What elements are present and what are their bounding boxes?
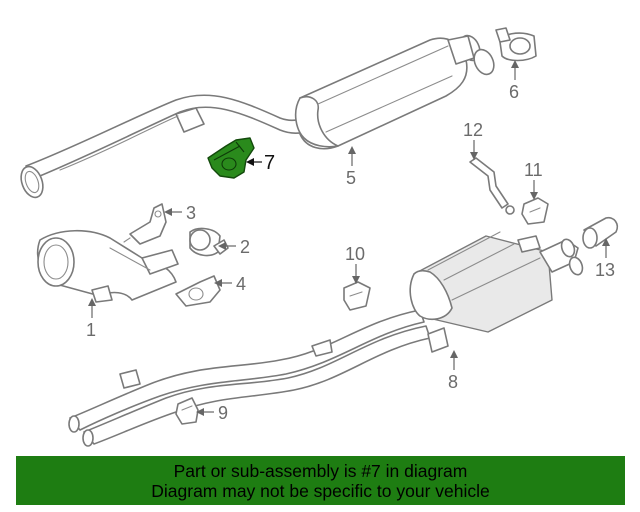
info-banner: Part or sub-assembly is #7 in diagram Di… [16,456,625,505]
callout-13: 13 [595,260,615,280]
callout-7: 7 [264,152,275,174]
rubber-block-part-11 [521,197,549,225]
mount-bracket-part-4 [175,275,221,307]
callout-11: 11 [524,160,543,180]
rear-muffler [409,231,584,333]
callout-3: 3 [186,203,196,223]
callout-6: 6 [509,82,519,102]
clip-part-9 [175,397,199,425]
callout-10: 10 [345,244,365,264]
callout-leaders [88,60,610,416]
center-muffler [294,34,495,150]
banner-part-notice: Part or sub-assembly is #7 in diagram [173,460,468,481]
hanger-rod-part-12 [469,157,515,215]
rear-bracket-part-8 [427,327,449,353]
callout-5: 5 [346,168,356,188]
callout-8: 8 [448,372,458,392]
callout-9: 9 [218,403,228,423]
exhaust-parts-diagram: 1 2 3 4 5 6 7 8 9 10 11 12 13 [20,27,619,447]
tailpipe-tip-part-13 [582,216,619,249]
callout-4: 4 [236,274,246,294]
callout-12: 12 [463,120,483,140]
clamp-part-2 [189,227,229,257]
callout-labels: 1 2 3 4 5 6 7 8 9 10 11 12 13 [86,82,615,423]
rubber-mount-part-7 [207,137,255,179]
callout-2: 2 [240,237,250,257]
banner-disclaimer: Diagram may not be specific to your vehi… [151,480,490,501]
pipe-clamp-part-6 [495,27,537,62]
callout-1: 1 [86,320,96,340]
upper-exhaust-pipe [20,94,331,199]
rubber-block-part-10 [343,281,371,311]
bracket-part-3 [123,203,167,245]
lower-exhaust-pipe [68,309,431,447]
catalytic-converter-part-1 [36,229,179,303]
